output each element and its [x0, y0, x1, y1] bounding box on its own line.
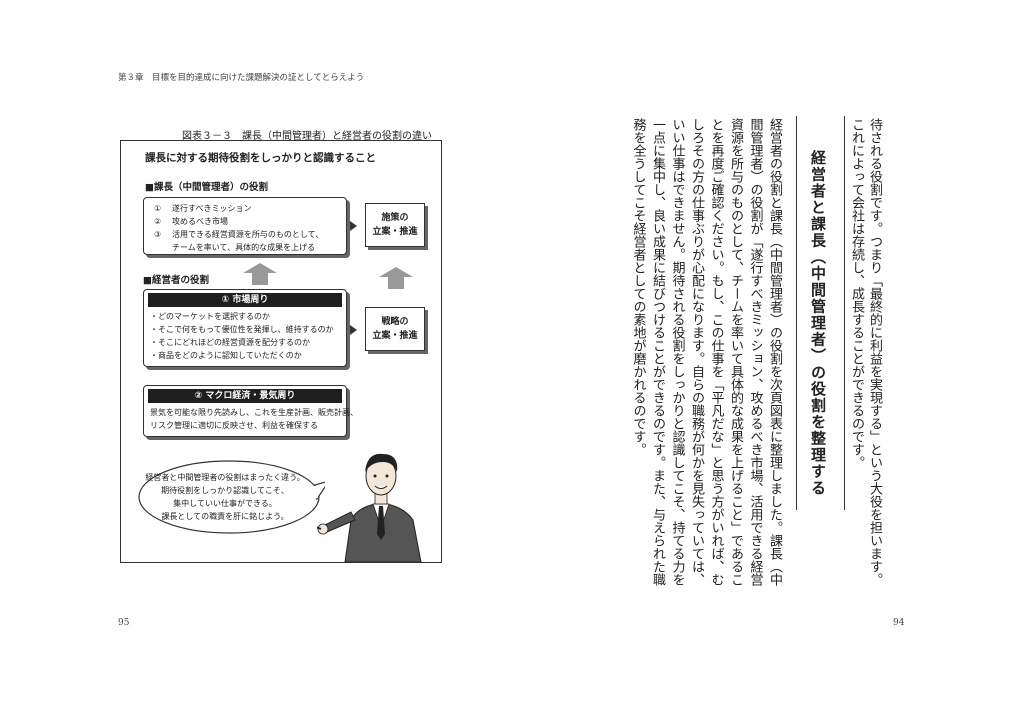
market-item: ・どのマーケットを選択するのか: [150, 312, 270, 321]
market-item: ・そこで何をもって優位性を発揮し、維持するのか: [150, 325, 334, 334]
macro-title: ② マクロ経済・景気周り: [148, 389, 342, 403]
paragraph-body: 経営者の役割と課長（中間管理者）の役割を次頁図表に整理しました。課長（中間管理者…: [630, 118, 783, 586]
market-box: ① 市場周り ・どのマーケットを選択するのか ・そこで何をもって優位性を発揮し、…: [143, 289, 347, 367]
market-item: ・商品をどのように認知していただくのか: [150, 351, 302, 360]
page-number-left: 95: [118, 618, 130, 628]
heading-rule: [796, 116, 797, 510]
paragraph-intro: 待される役割です。つまり「最終的に利益を実現する」という大役を担います。これによ…: [849, 118, 882, 586]
speech-bubble: [138, 460, 325, 534]
businessman-illustration: [317, 453, 422, 562]
market-item: ・そこにどれほどの経営資源を配分するのか: [150, 338, 310, 347]
figure-title: 課長に対する期待役割をしっかりと認識すること: [145, 152, 376, 164]
manager-item: チームを率いて、具体的な成果を上げる: [172, 243, 316, 252]
macro-box: ② マクロ経済・景気周り 景気を可能な限り先読みし、これを生産計画、販売計画、 …: [143, 385, 358, 437]
page-number-right: 94: [893, 618, 905, 628]
measures-box: 施策の 立案・推進: [365, 203, 425, 247]
figure-caption: 図表３－３ 課長（中間管理者）と経営者の役割の違い: [182, 131, 432, 142]
section-heading: 経営者と課長（中間管理者）の役割を整理する: [809, 150, 827, 497]
arrow-right-icon: [350, 221, 357, 231]
heading-rule: [844, 116, 845, 510]
section-manager-role: ■課長（中間管理者）の役割: [145, 182, 268, 193]
section-exec-role: ■経営者の役割: [143, 275, 209, 286]
bubble-text: 経営者と中間管理者の役割はまったく違う。 期待役割をしっかり認識してこそ、 集中…: [145, 473, 305, 521]
market-title: ① 市場周り: [148, 293, 342, 307]
strategy-box: 戦略の 立案・推進: [365, 307, 425, 351]
running-head: 第３章 目標を目的達成に向けた課題解決の証としてとらえよう: [118, 73, 365, 83]
arrow-right-icon: [350, 325, 357, 335]
arrow-up-icon: [243, 263, 277, 285]
macro-item: 景気を可能な限り先読みし、これを生産計画、販売計画、: [150, 408, 358, 417]
arrow-up-icon: [379, 267, 413, 289]
macro-item: リスク管理に適切に反映させ、利益を確保する: [150, 421, 318, 430]
